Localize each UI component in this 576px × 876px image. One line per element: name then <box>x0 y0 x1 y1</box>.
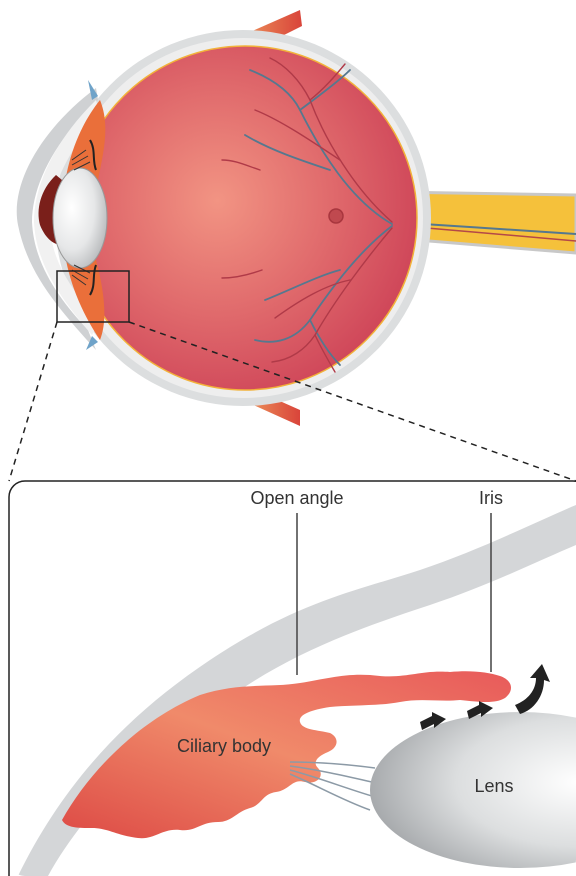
eyeball-illustration <box>17 10 576 426</box>
zoom-panel: Open angle Iris Ciliary body Lens <box>9 481 576 876</box>
lens-label: Lens <box>474 776 513 796</box>
zoom-guide-left <box>9 322 57 481</box>
iris-label: Iris <box>479 488 503 508</box>
lens-small <box>53 168 107 268</box>
open-angle-label: Open angle <box>250 488 343 508</box>
retina-globe <box>73 46 417 390</box>
ciliary-body-label: Ciliary body <box>177 736 271 756</box>
fovea <box>329 209 343 223</box>
